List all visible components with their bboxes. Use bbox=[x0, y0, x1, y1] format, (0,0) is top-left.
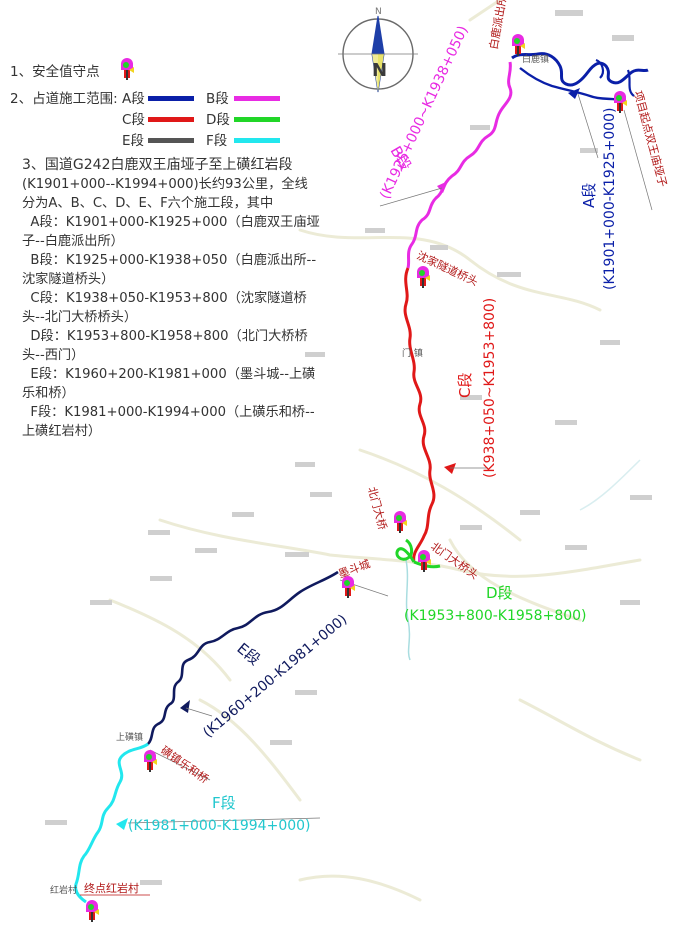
legend-range-prefix: 2、占道施工范围: bbox=[10, 90, 118, 108]
legend-label-e: E段 bbox=[122, 133, 145, 149]
start-leader bbox=[623, 109, 653, 211]
guard-post-icon-legend bbox=[121, 58, 134, 80]
legend-bar-d bbox=[234, 117, 280, 122]
lehe-label: 磺镇乐和桥 bbox=[158, 743, 211, 786]
description-line: E段：K1960+200-K1981+000（墨斗城--上磺 bbox=[22, 367, 316, 382]
description-line: A段：K1901+000-K1925+000（白鹿双王庙垭 bbox=[22, 215, 320, 230]
segment-d-label: D段 bbox=[486, 584, 513, 602]
compass-letter: N bbox=[372, 60, 387, 81]
segment-e-leader bbox=[185, 707, 213, 717]
legend-bar-e bbox=[148, 138, 194, 143]
segment-c-label: C段 bbox=[456, 373, 474, 398]
description-line: 分为A、B、C、D、E、F六个施工段，其中 bbox=[22, 196, 274, 211]
end-label: 终点红岩村 bbox=[84, 881, 139, 895]
segment-c-route bbox=[403, 267, 436, 563]
segment-b-arrow bbox=[437, 181, 448, 193]
segment-f-label: F段 bbox=[212, 794, 236, 812]
description-title: 3、国道G242白鹿双王庙垭子至上磺红岩段 bbox=[22, 157, 293, 173]
legend-guard-text: 1、安全值守点 bbox=[10, 64, 100, 80]
segment-b-leader bbox=[379, 187, 443, 207]
background-roads bbox=[108, 0, 642, 902]
segment-a-range: (K1901+000-K1925+000) bbox=[602, 108, 618, 291]
legend-label-c: C段 bbox=[122, 112, 145, 128]
description-line: B段：K1925+000-K1938+050（白鹿派出所-- bbox=[22, 253, 317, 268]
legend-bar-f bbox=[234, 138, 280, 143]
description-block: 3、国道G242白鹿双王庙垭子至上磺红岩段 (K1901+000--K1994+… bbox=[22, 156, 322, 441]
segment-c-arrow bbox=[444, 463, 456, 474]
description-line: F段：K1981+000-K1994+000（上磺乐和桥-- bbox=[22, 405, 315, 420]
segment-b-route bbox=[406, 61, 513, 269]
legend-label-d: D段 bbox=[206, 112, 230, 128]
menzhen-label: 门 镇 bbox=[402, 347, 423, 359]
legend-label-f: F段 bbox=[206, 133, 228, 149]
description-line: 头--北门大桥桥头） bbox=[22, 310, 138, 325]
segment-d-range: (K1953+800-K1958+800) bbox=[404, 608, 587, 624]
compass-n-mark: N bbox=[375, 7, 382, 17]
description-line: C段：K1938+050-K1953+800（沈家隧道桥 bbox=[22, 291, 307, 306]
segment-b-range: (K1925+000~K1938+050) bbox=[377, 23, 471, 201]
background-place-marks bbox=[45, 10, 652, 885]
start-label: 项目起点双王庙垭子 bbox=[631, 89, 670, 188]
segment-f-arrow bbox=[116, 818, 128, 830]
description-line: 上磺红岩村） bbox=[22, 424, 102, 439]
segment-e-range: (K1960+200-K1981+000) bbox=[200, 611, 350, 741]
guard-post-icon-shenjia bbox=[417, 266, 430, 288]
segment-f-leader bbox=[127, 817, 321, 824]
segment-a-leader bbox=[577, 93, 599, 159]
legend-bars bbox=[148, 96, 280, 143]
hongyan-label: 红岩村 bbox=[50, 884, 77, 896]
segment-a-label: A段 bbox=[580, 183, 598, 208]
beimen2-label: 北门大桥头 bbox=[428, 539, 481, 582]
legend-item-guard: 1、安全值守点 bbox=[10, 63, 100, 81]
moudoucheng-label: 墨斗城 bbox=[337, 557, 372, 581]
description-line: D段：K1953+800-K1958+800（北门大桥桥 bbox=[22, 329, 308, 344]
legend-bar-b bbox=[234, 96, 280, 101]
segment-d-route bbox=[395, 538, 441, 569]
segment-a-branch-2 bbox=[595, 58, 635, 97]
legend-bar-c bbox=[148, 117, 194, 122]
segment-a-branch bbox=[519, 67, 621, 102]
segment-a-route bbox=[511, 52, 649, 87]
segment-c-range: (K938+050~K1953+800) bbox=[482, 298, 498, 478]
guard-post-icon-lehe bbox=[144, 750, 157, 772]
segment-e-route bbox=[146, 570, 339, 745]
segment-f-range: (K1981+000-K1994+000) bbox=[128, 818, 311, 834]
bailu-town-label: 白鹿镇 bbox=[522, 53, 549, 65]
legend-label-b: B段 bbox=[206, 91, 229, 107]
guard-post-icon-beimen bbox=[394, 511, 407, 533]
river bbox=[405, 559, 411, 661]
segment-e-arrow bbox=[180, 700, 190, 713]
legend-range-text: 2、占道施工范围: bbox=[10, 91, 118, 107]
compass: N N bbox=[338, 7, 418, 93]
description-line: 沈家隧道桥头） bbox=[22, 272, 115, 287]
lehe-leader bbox=[149, 749, 211, 781]
segment-f-route bbox=[74, 742, 149, 904]
guard-post-icon-end bbox=[86, 900, 99, 922]
beimen-label: 北门大桥 bbox=[365, 485, 390, 531]
segment-e-label: E段 bbox=[233, 639, 263, 669]
legend-label-a: A段 bbox=[122, 91, 145, 107]
segment-a-arrow bbox=[568, 88, 580, 99]
guard-post-icon-bailu bbox=[512, 34, 525, 56]
guard-post-icon-beimen2 bbox=[418, 550, 431, 572]
description-line: 乐和桥） bbox=[22, 386, 75, 401]
shanghuang-label: 上磺镇 bbox=[116, 731, 143, 743]
legend-bar-a bbox=[148, 96, 194, 101]
river-2 bbox=[579, 459, 641, 511]
description-line: 头--西门） bbox=[22, 348, 85, 363]
description-line: (K1901+000--K1994+000)长约93公里，全线 bbox=[22, 177, 308, 192]
description-line: 子--白鹿派出所） bbox=[22, 234, 124, 249]
